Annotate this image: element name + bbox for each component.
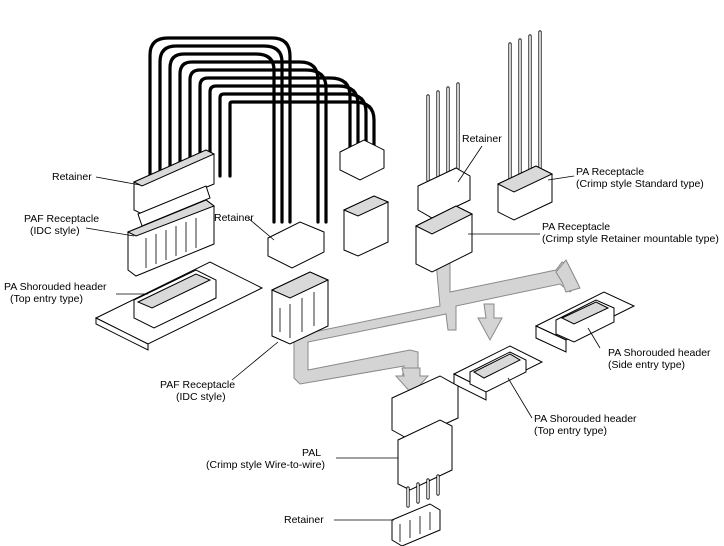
pcb-side-entry-header [534,291,636,353]
label-pa-receptacle-retainer: PA Receptacle [542,221,610,233]
labels: Retainer PAF Receptacle (IDC style) PA S… [4,133,719,526]
label-pa-header-top-entry-right-sub: (Top entry type) [534,425,607,437]
paf-receptacle-top [126,149,216,277]
retainer-bottom-part [391,503,441,546]
label-paf-receptacle-top-sub: (IDC style) [30,225,80,237]
label-pa-header-top-entry-right: PA Shorouded header [534,413,637,425]
label-retainer-top-left: Retainer [52,171,92,183]
pa-receptacle-small [339,139,390,257]
ribbon-cable-loop [148,36,376,224]
label-retainer-center: Retainer [462,133,502,145]
label-pa-header-side-entry-sub: (Side entry type) [608,359,685,371]
label-retainer-bottom: Retainer [284,514,324,526]
pa-receptacle-right [496,30,554,221]
label-pal: PAL [302,447,321,459]
label-pa-receptacle-standard: PA Receptacle [576,166,644,178]
leader-lines [85,145,601,521]
pal-connector [391,375,459,508]
label-paf-receptacle-bottom: PAF Receptacle [160,379,235,391]
flow-arrows [293,259,581,395]
label-paf-receptacle-top: PAF Receptacle [24,213,99,225]
label-pa-receptacle-standard-sub: (Crimp style Standard type) [576,178,704,190]
label-pa-receptacle-retainer-sub: (Crimp style Retainer mountable type) [542,233,719,245]
paf-receptacle-bottom [267,221,330,345]
pcb-board-left [94,261,264,351]
pcb-top-entry-header [452,345,544,401]
label-paf-receptacle-bottom-sub: (IDC style) [176,391,226,403]
label-pa-header-side-entry: PA Shorouded header [608,347,711,359]
label-pal-sub: (Crimp style Wire-to-wire) [206,459,325,471]
label-pa-header-top-entry-left-sub: (Top entry type) [10,293,83,305]
pa-receptacle-center [414,82,474,273]
label-retainer-middle: Retainer [214,212,254,224]
label-pa-header-top-entry-left: PA Shorouded header [4,281,107,293]
